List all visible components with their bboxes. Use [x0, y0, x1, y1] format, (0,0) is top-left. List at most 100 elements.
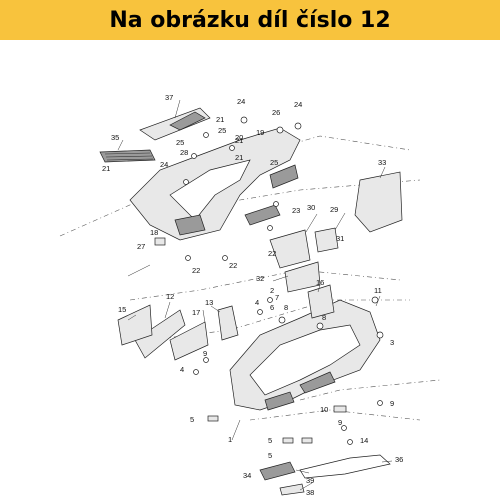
callout-4a: 4 [255, 298, 259, 307]
callout-24c: 24 [160, 160, 168, 169]
clip-5a [207, 415, 219, 422]
callout-24b: 24 [294, 100, 302, 109]
fastener-22a [185, 255, 191, 261]
fastener-4a [257, 309, 263, 315]
callout-27: 27 [137, 242, 145, 251]
clip-10 [333, 405, 347, 413]
callout-36: 36 [395, 455, 403, 464]
callout-21b: 21 [235, 136, 243, 145]
rear-cover-36 [299, 454, 391, 479]
fastener-28 [183, 179, 189, 185]
callout-22b: 22 [229, 261, 237, 270]
callout-28: 28 [180, 148, 188, 157]
callout-22a: 22 [192, 266, 200, 275]
callout-24a: 24 [237, 97, 245, 106]
side-panel-33 [354, 171, 403, 233]
callout-33: 33 [378, 158, 386, 167]
callout-29: 29 [330, 205, 338, 214]
callout-15: 15 [118, 305, 126, 314]
side-cover-15 [117, 304, 153, 346]
upper-front-cover [129, 127, 301, 241]
panel-29 [314, 227, 339, 253]
fastener-26 [276, 126, 284, 134]
callout-8b: 8 [322, 313, 326, 322]
side-cover-12 [134, 309, 186, 359]
callout-17: 17 [192, 308, 200, 317]
fastener-8b [316, 322, 324, 330]
panel-32 [284, 261, 321, 293]
callout-6: 6 [270, 303, 274, 312]
fastener-22c [267, 225, 273, 231]
bracket-16 [307, 284, 335, 319]
callout-22c: 22 [268, 249, 276, 258]
callout-9b: 9 [390, 399, 394, 408]
fastener-8a [278, 316, 286, 324]
fastener-9a [203, 357, 209, 363]
callout-23: 23 [292, 206, 300, 215]
callout-10: 10 [320, 405, 328, 414]
panel-30 [269, 229, 311, 269]
fastener-2 [267, 297, 273, 303]
fastener-25a [191, 153, 197, 159]
fastener-21a [203, 132, 209, 138]
callout-4b: 4 [180, 365, 184, 374]
clip-5c [301, 437, 313, 444]
clip-5b [282, 437, 294, 444]
callout-13: 13 [205, 298, 213, 307]
callout-37: 37 [165, 93, 173, 102]
part-number-banner: Na obrázku díl číslo 12 [0, 0, 500, 40]
callout-8a: 8 [284, 303, 288, 312]
callout-21c: 21 [235, 153, 243, 162]
callout-25b: 25 [176, 138, 184, 147]
callout-14: 14 [360, 436, 368, 445]
clip-27 [154, 237, 166, 246]
callout-5c: 5 [268, 451, 272, 460]
top-panel-37 [139, 107, 211, 141]
leader-lines [117, 99, 393, 491]
bracket-38 [279, 483, 305, 496]
fastener-3 [376, 331, 384, 339]
side-cover-13 [217, 305, 239, 341]
fastener-4b [193, 369, 199, 375]
callout-labels: 1 2 3 4 4 5 5 5 6 7 8 8 9 9 9 10 11 12 1… [102, 93, 403, 497]
callout-35: 35 [111, 133, 119, 142]
fastener-24a [240, 116, 248, 124]
grille-35 [99, 149, 156, 163]
callout-5b: 5 [268, 436, 272, 445]
fastener-9c [341, 425, 347, 431]
callout-16: 16 [316, 278, 324, 287]
fastener-11 [371, 296, 379, 304]
lower-floor-panel [229, 299, 381, 411]
callout-38: 38 [306, 488, 314, 497]
callout-21d: 21 [102, 164, 110, 173]
callout-5a: 5 [190, 415, 194, 424]
side-cover-17 [169, 321, 209, 361]
clip-34 [259, 461, 296, 481]
callout-34: 34 [243, 471, 251, 480]
callout-11: 11 [374, 286, 382, 295]
callout-21a: 21 [216, 115, 224, 124]
callout-19: 19 [256, 128, 264, 137]
exploded-parts-diagram: 1 2 3 4 4 5 5 5 6 7 8 8 9 9 9 10 11 12 1… [59, 93, 441, 497]
fastener-14 [347, 439, 353, 445]
callout-32: 32 [256, 274, 264, 283]
callout-7: 7 [275, 293, 279, 302]
callout-26: 26 [272, 108, 280, 117]
callout-25a: 25 [218, 126, 226, 135]
callout-20: 20 [235, 133, 243, 142]
fastener-9b [377, 400, 383, 406]
callout-1: 1 [228, 435, 232, 444]
fastener-20 [229, 145, 235, 151]
callout-2: 2 [270, 286, 274, 295]
callout-18: 18 [150, 228, 158, 237]
fasteners [154, 116, 384, 445]
fastener-23 [273, 201, 279, 207]
callout-3: 3 [390, 338, 394, 347]
callout-9c: 9 [338, 418, 342, 427]
callout-39: 39 [306, 476, 314, 485]
callout-31: 31 [336, 234, 344, 243]
callout-12: 12 [166, 292, 174, 301]
fastener-24b [294, 122, 302, 130]
callout-9a: 9 [203, 349, 207, 358]
